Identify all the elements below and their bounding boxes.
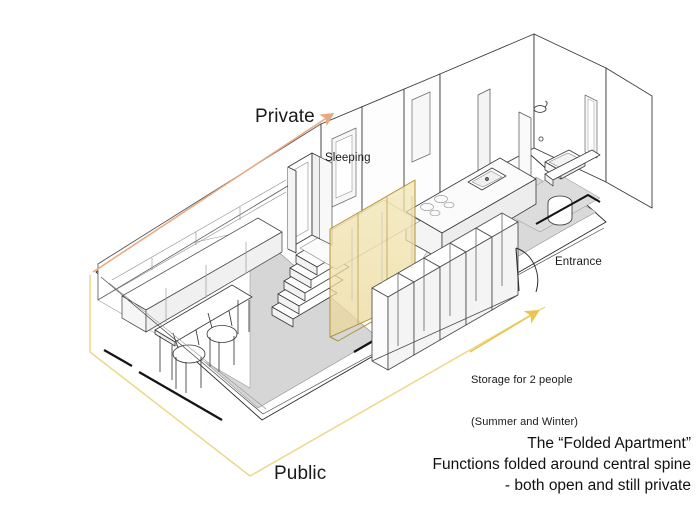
label-storage-line1: Storage for 2 people xyxy=(471,374,573,386)
label-storage: Storage for 2 people (Summer and Winter) xyxy=(471,345,578,443)
floor-edge-inner-2 xyxy=(108,282,267,410)
bath-right-return xyxy=(605,67,653,209)
public-arrow-path xyxy=(89,275,546,477)
storage-units-ghost xyxy=(351,196,413,300)
bath-floor-trim xyxy=(535,193,601,225)
dining-table xyxy=(154,284,253,380)
bench-seating xyxy=(121,217,283,333)
label-storage-line2: (Summer and Winter) xyxy=(471,416,579,428)
public-arrow-head-leg xyxy=(469,309,540,353)
caption-block: The “Folded Apartment” Functions folded … xyxy=(433,433,692,496)
shower-head-icon xyxy=(533,100,548,113)
dining-chair xyxy=(206,310,238,372)
wall-shelf xyxy=(111,179,287,293)
shower-control-icon xyxy=(538,136,544,142)
label-public: Public xyxy=(274,463,327,484)
caption-line-3: - both open and still private xyxy=(504,477,691,494)
spine-niche-2 xyxy=(411,91,431,163)
cooktop-burners xyxy=(420,195,455,217)
sleeping-door-frame xyxy=(287,152,321,254)
floor-trim-front xyxy=(138,371,223,421)
mirror-panel-inner xyxy=(587,98,595,154)
floor-trim-front-2 xyxy=(103,349,133,367)
apartment-shell xyxy=(89,33,653,477)
label-entrance: Entrance xyxy=(555,256,602,268)
door-swing-arc xyxy=(515,247,539,293)
caption-line-2: Functions folded around central spine xyxy=(432,456,692,473)
door-leaf xyxy=(515,247,520,292)
private-arrow xyxy=(92,112,335,273)
vanity-shelf-edge xyxy=(544,173,554,187)
sleeping-door-leaf xyxy=(319,156,333,246)
caption-line-1: The “Folded Apartment” xyxy=(527,435,691,452)
kitchen-sink xyxy=(467,167,507,191)
storage-units xyxy=(371,212,519,371)
spine-niche-1-inner xyxy=(335,134,353,199)
label-private: Private xyxy=(255,106,315,127)
label-sleeping: Sleeping xyxy=(325,152,371,164)
